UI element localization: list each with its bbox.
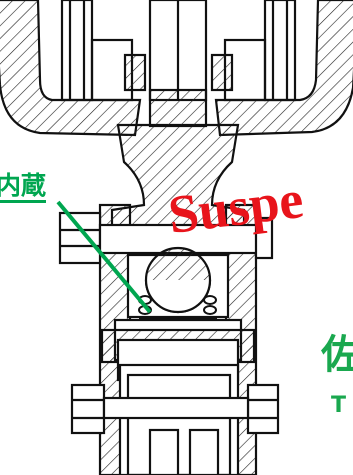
brand-char: 佐 (321, 332, 353, 378)
brand-subtext: T (331, 393, 347, 418)
lower-bolt (70, 383, 280, 475)
lower-clevis (100, 318, 256, 475)
upper-bolt (58, 211, 274, 265)
leader-line (56, 200, 152, 314)
builtin-label: 内蔵 (0, 173, 47, 203)
housing-shell (0, 0, 353, 137)
